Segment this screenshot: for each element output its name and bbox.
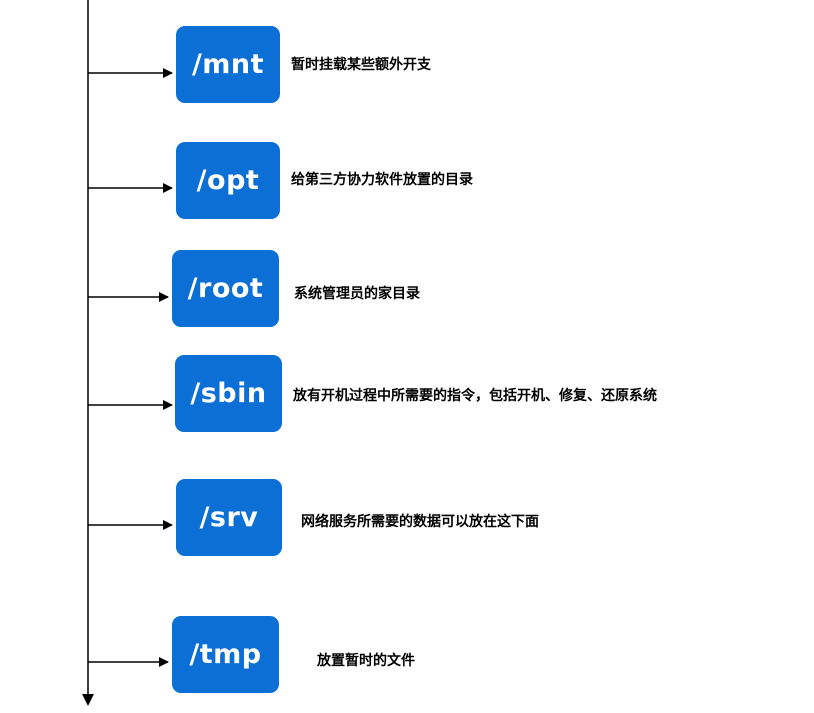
node-tmp-description: 放置暂时的文件	[317, 653, 415, 669]
node-mnt-description: 暂时挂载某些额外开支	[291, 57, 431, 73]
node-root: /root	[172, 250, 279, 327]
node-srv: /srv	[176, 479, 282, 556]
node-mnt: /mnt	[176, 26, 280, 103]
node-srv-description: 网络服务所需要的数据可以放在这下面	[301, 514, 539, 530]
node-root-description: 系统管理员的家目录	[294, 286, 420, 302]
node-tmp: /tmp	[172, 616, 279, 693]
node-opt-description: 给第三方协力软件放置的目录	[291, 172, 473, 188]
node-opt: /opt	[176, 142, 280, 219]
node-sbin-description: 放有开机过程中所需要的指令，包括开机、修复、还原系统	[293, 388, 657, 404]
trunk-arrowhead	[82, 694, 94, 706]
node-sbin: /sbin	[175, 355, 282, 432]
